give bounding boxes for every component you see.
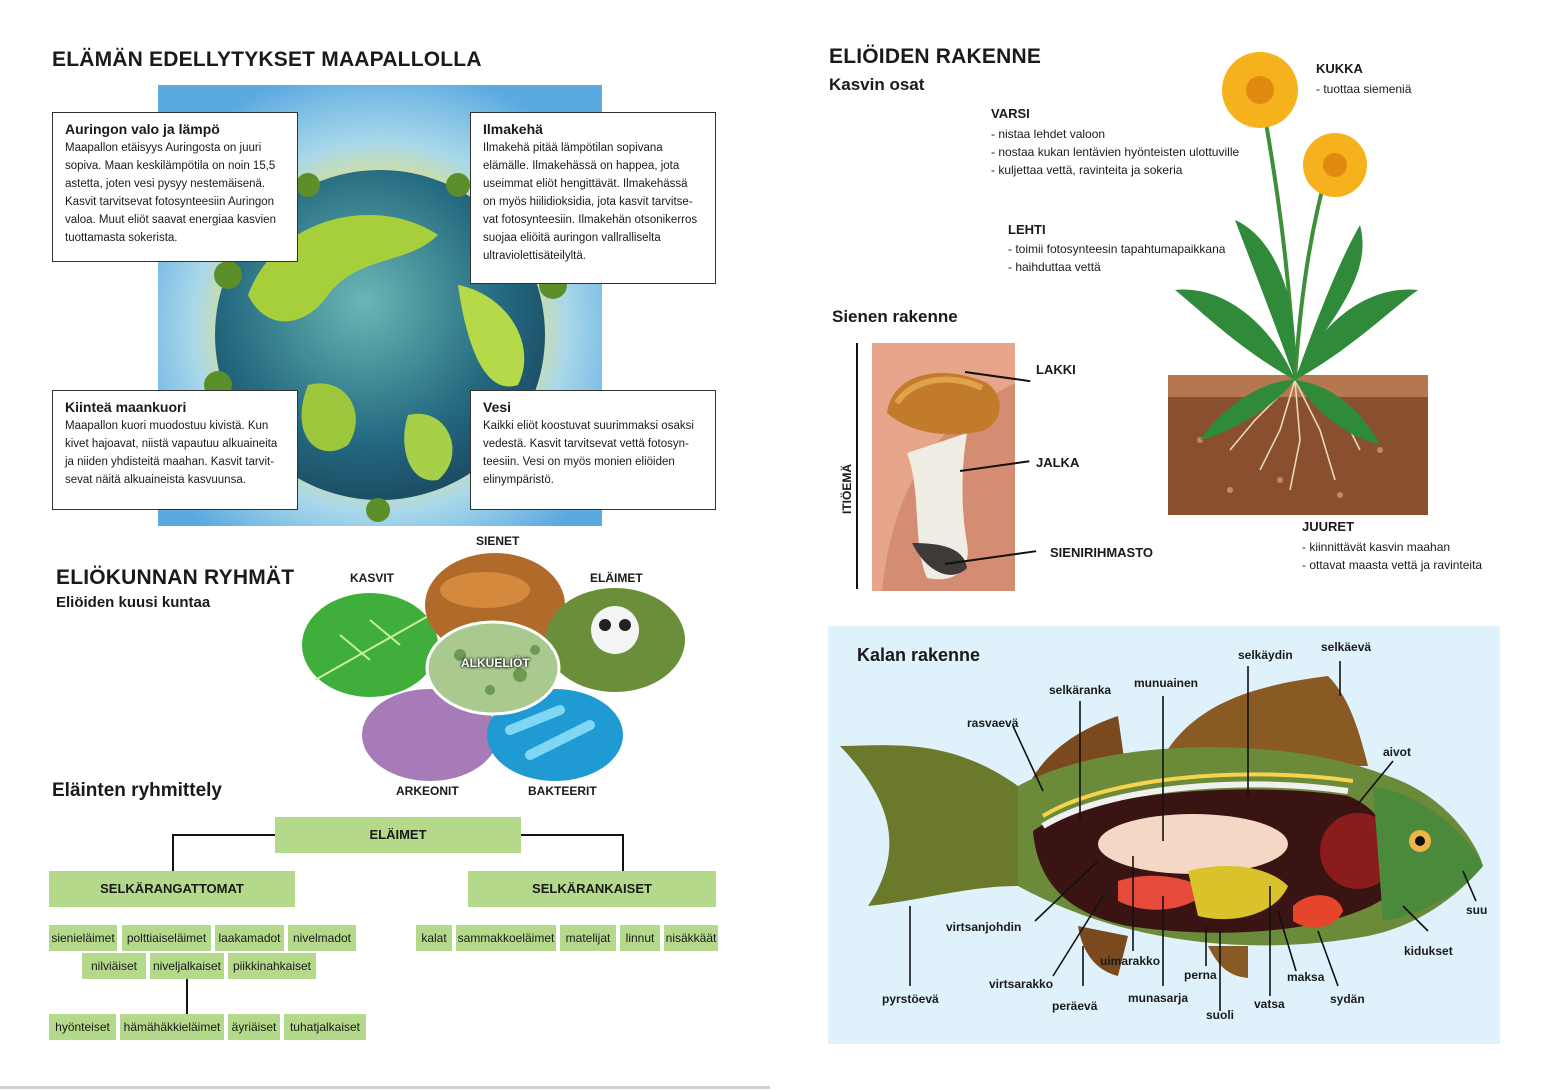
juuret-item: - ottavat maasta vettä ja ravinteita xyxy=(1302,558,1483,572)
lehti-item: - haihduttaa vettä xyxy=(1008,260,1101,274)
fish-label-kidukset: kidukset xyxy=(1404,944,1453,958)
info-box-atmosphere: Ilmakehä Ilmakehä pitää lämpötilan sopiv… xyxy=(470,112,716,284)
page-title-right: ELIÖIDEN RAKENNE xyxy=(829,45,1042,68)
tree-root-animals: ELÄIMET xyxy=(275,817,521,853)
group-box: nisäkkäät xyxy=(664,925,718,951)
info-box-text: Kaikki eliöt koostuvat suurimmaksi osaks… xyxy=(483,420,694,486)
varsi-item: - kuljettaa vettä, ravinteita ja sokeria xyxy=(991,163,1183,177)
mushroom-stem-label: JALKA xyxy=(1036,455,1080,470)
info-box-water: Vesi Kaikki eliöt koostuvat suurimmaksi … xyxy=(470,390,716,510)
tree-invertebrates: SELKÄRANGATTOMAT xyxy=(49,871,295,907)
varsi-list: - nistaa lehdet valoon - nostaa kukan le… xyxy=(991,125,1239,179)
fish-label-pyrstoeva: pyrstöevä xyxy=(882,992,939,1006)
label-animals: ELÄIMET xyxy=(590,571,643,585)
fish-label-suu: suu xyxy=(1466,903,1488,917)
info-box-title: Auringon valo ja lämpö xyxy=(65,121,220,137)
page-divider xyxy=(0,1086,770,1089)
fish-label-sydan: sydän xyxy=(1330,992,1365,1006)
fish-illustration xyxy=(840,661,1483,1011)
label-plants: KASVIT xyxy=(350,571,395,585)
fish-label-uimarakko: uimarakko xyxy=(1100,954,1161,968)
fish-label-munasarja: munasarja xyxy=(1128,991,1189,1005)
fish-label-rasvaeva: rasvaevä xyxy=(967,716,1019,730)
ellipse-protists xyxy=(425,620,561,716)
info-box-text: Ilmakehä pitää lämpötilan sopivana elämä… xyxy=(483,142,698,262)
varsi-item: - nostaa kukan lentävien hyönteisten ulo… xyxy=(991,145,1240,159)
varsi-item: - nistaa lehdet valoon xyxy=(991,127,1106,141)
tree-vertebrates: SELKÄRANKAISET xyxy=(468,871,716,907)
group-box: tuhatjalkaiset xyxy=(284,1014,366,1040)
plant-subtitle: Kasvin osat xyxy=(829,75,925,94)
fish-label-maksa: maksa xyxy=(1287,970,1325,984)
group-box: äyriäiset xyxy=(228,1014,280,1040)
label-fungi: SIENET xyxy=(476,534,520,548)
group-box: nivelmadot xyxy=(288,925,356,951)
fish-label-selkaeva: selkäevä xyxy=(1321,640,1372,654)
ellipse-bacteria xyxy=(487,689,623,781)
fish-label-virtsanjohdin: virtsanjohdin xyxy=(946,920,1022,934)
mushroom-title: Sienen rakenne xyxy=(832,307,958,326)
group-box: hämähäkkieläimet xyxy=(120,1014,224,1040)
info-box-crust: Kiinteä maankuori Maapallon kuori muodos… xyxy=(52,390,298,510)
kingdoms-title: ELIÖKUNNAN RYHMÄT xyxy=(56,566,295,589)
info-box-title: Kiinteä maankuori xyxy=(65,399,187,415)
label-archaea: ARKEONIT xyxy=(396,784,459,798)
group-box: niveljalkaiset xyxy=(150,953,224,979)
info-box-sunlight: Auringon valo ja lämpö Maapallon etäisyy… xyxy=(52,112,298,262)
group-box: nilviäiset xyxy=(82,953,146,979)
fish-label-perna: perna xyxy=(1184,968,1217,982)
kingdoms-ellipses xyxy=(302,553,685,781)
ellipse-archaea xyxy=(362,689,498,781)
group-box: laakamadot xyxy=(215,925,284,951)
juuret-item: - kiinnittävät kasvin maahan xyxy=(1302,540,1451,554)
mushroom-side-label: ITIÖEMÄ xyxy=(840,464,854,514)
lehti-title: LEHTI xyxy=(1008,222,1046,237)
juuret-title: JUURET xyxy=(1302,519,1355,534)
group-box: polttiaiseläimet xyxy=(122,925,211,951)
group-box: kalat xyxy=(416,925,452,951)
mushroom-photo xyxy=(872,343,1015,591)
plant-illustration xyxy=(1168,52,1428,515)
group-box: piikkinahkaiset xyxy=(228,953,316,979)
kukka-title: KUKKA xyxy=(1316,61,1363,76)
juuret-list: - kiinnittävät kasvin maahan - ottavat m… xyxy=(1302,538,1482,574)
fish-label-virtsarakko: virtsarakko xyxy=(989,977,1054,991)
kukka-list: - tuottaa siemeniä xyxy=(1316,80,1411,98)
fish-label-suoli: suoli xyxy=(1206,1008,1235,1022)
lehti-list: - toimii fotosynteesin tapahtumapaikkana… xyxy=(1008,240,1225,276)
fish-label-selkaydin: selkäydin xyxy=(1238,648,1293,662)
fish-label-selkaranka: selkäranka xyxy=(1049,683,1112,697)
group-box: sienieläimet xyxy=(49,925,117,951)
label-bacteria: BAKTEERIT xyxy=(528,784,597,798)
lehti-item: - toimii fotosynteesin tapahtumapaikkana xyxy=(1008,242,1226,256)
mushroom-cap-label: LAKKI xyxy=(1036,362,1076,377)
info-box-text: Maapallon etäisyys Auringosta on juuri s… xyxy=(65,142,276,244)
group-box: matelijat xyxy=(560,925,616,951)
fish-label-vatsa: vatsa xyxy=(1254,997,1285,1011)
kingdoms-subtitle: Eliöiden kuusi kuntaa xyxy=(56,594,211,611)
kukka-item: - tuottaa siemeniä xyxy=(1316,82,1412,96)
mushroom-mycelium-label: SIENIRIHMASTO xyxy=(1050,545,1154,560)
group-box: linnut xyxy=(620,925,660,951)
label-protists: ALKUELIÖT xyxy=(461,656,530,670)
info-box-title: Ilmakehä xyxy=(483,121,543,137)
fish-title: Kalan rakenne xyxy=(857,645,981,665)
group-box: sammakkoeläimet xyxy=(456,925,556,951)
fish-label-munuainen: munuainen xyxy=(1134,676,1199,690)
animal-groups-title: Eläinten ryhmittely xyxy=(52,780,222,801)
info-box-title: Vesi xyxy=(483,399,512,415)
varsi-title: VARSI xyxy=(991,106,1030,121)
fish-label-peraeva: peräevä xyxy=(1052,999,1098,1013)
group-box: hyönteiset xyxy=(49,1014,116,1040)
ellipse-plants xyxy=(302,593,438,697)
page-title-left: ELÄMÄN EDELLYTYKSET MAAPALLOLLA xyxy=(52,48,482,71)
fish-label-aivot: aivot xyxy=(1383,745,1412,759)
info-box-text: Maapallon kuori muodostuu kivistä. Kun k… xyxy=(65,420,278,486)
